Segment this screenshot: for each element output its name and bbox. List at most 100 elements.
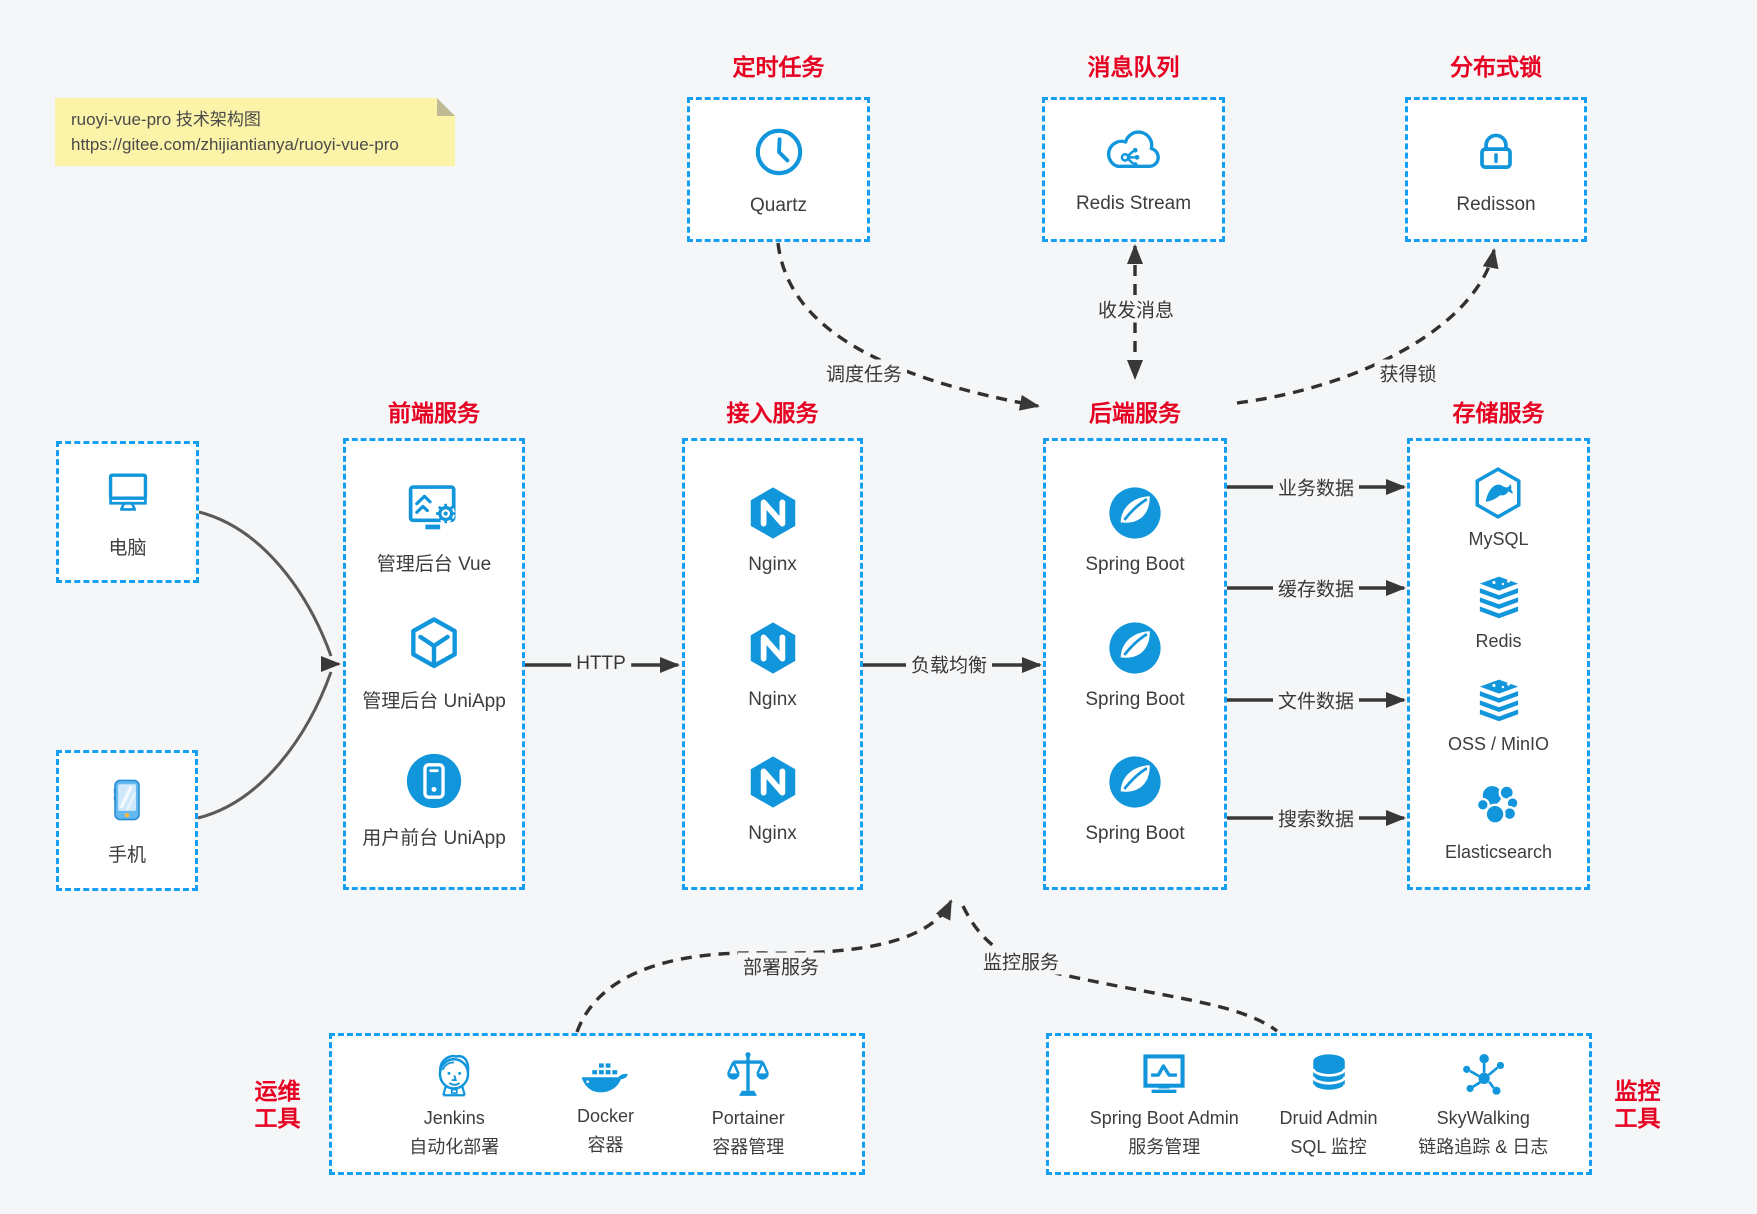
- box-monitor-tools: Spring Boot Admin 服务管理 Druid Admin SQL 监…: [1046, 1033, 1592, 1175]
- monitor-item-sublabel: 链路追踪 & 日志: [1418, 1137, 1549, 1157]
- group-title-distributed-lock: 分布式锁: [1450, 54, 1542, 80]
- box-ops-tools: Jenkins 自动化部署 Docker 容器: [329, 1033, 865, 1175]
- ops-item-sublabel: 自动化部署: [409, 1137, 500, 1157]
- nginx-label: Nginx: [748, 823, 797, 845]
- group-title-scheduled-task: 定时任务: [732, 54, 825, 80]
- label-cache-data: 缓存数据: [1272, 574, 1360, 602]
- ops-tools-title-line2: 工具: [254, 1105, 301, 1131]
- database-icon: [1311, 1054, 1346, 1093]
- mysql-icon: [1475, 466, 1522, 519]
- skywalking-icon: [1463, 1053, 1505, 1095]
- ops-item-label: Docker: [576, 1106, 634, 1126]
- nginx-icon: [750, 621, 795, 674]
- label-biz-data: 业务数据: [1272, 473, 1360, 501]
- storage-item-redis: Redis: [1472, 573, 1526, 652]
- clock-icon: [755, 128, 802, 175]
- label-load-balance: 负载均衡: [905, 650, 993, 678]
- arrow-schedule-task: [776, 242, 1040, 411]
- monitor-item-skywalking: SkyWalking 链路追踪 & 日志: [1418, 1048, 1548, 1160]
- frontend-item-label: 管理后台 UniApp: [362, 691, 506, 712]
- box-gateway-services: Nginx Nginx Nginx: [682, 438, 863, 890]
- storage-item-label: OSS / MinIO: [1447, 733, 1550, 754]
- gateway-item-nginx-3: Nginx: [743, 752, 803, 845]
- box-redis-stream: Redis Stream: [1042, 97, 1225, 242]
- box-quartz: Quartz: [687, 97, 870, 242]
- backend-item-spring-3: Spring Boot: [1085, 752, 1185, 845]
- spring-boot-label: Spring Boot: [1085, 823, 1185, 845]
- admin-monitor-icon: [1143, 1054, 1185, 1093]
- group-title-message-queue: 消息队列: [1087, 54, 1180, 80]
- monitor-tools-title: 监控 工具: [1600, 1078, 1675, 1132]
- storage-item-elasticsearch: Elasticsearch: [1445, 778, 1552, 863]
- box-mobile-client: 手机: [56, 750, 198, 891]
- monitor-tools-title-line1: 监控: [1614, 1078, 1661, 1104]
- group-title-gateway: 接入服务: [726, 400, 819, 426]
- portainer-icon: [727, 1052, 770, 1096]
- monitor-item-label: Spring Boot Admin: [1089, 1108, 1239, 1128]
- ops-item-jenkins: Jenkins 自动化部署: [409, 1048, 499, 1160]
- monitor-item-label: Druid Admin: [1279, 1108, 1378, 1128]
- spring-icon: [1109, 621, 1161, 674]
- label-monitor-service: 监控服务: [977, 947, 1065, 975]
- spring-icon: [1109, 756, 1161, 808]
- storage-item-oss-minio: OSS / MinIO: [1448, 676, 1549, 755]
- smartphone-icon: [113, 779, 140, 821]
- label-search-data: 搜索数据: [1272, 804, 1360, 832]
- sticky-note: ruoyi-vue-pro 技术架构图 https://gitee.com/zh…: [55, 98, 455, 166]
- ops-tools-title: 运维 工具: [240, 1078, 315, 1132]
- gateway-item-nginx-2: Nginx: [743, 618, 803, 711]
- group-title-storage: 存储服务: [1452, 400, 1545, 426]
- nginx-label: Nginx: [748, 553, 797, 575]
- redis-stack-icon: [1479, 679, 1518, 722]
- ops-tools-title-line1: 运维: [254, 1078, 301, 1104]
- monitor-tools-title-line2: 工具: [1614, 1105, 1661, 1131]
- label-file-data: 文件数据: [1272, 686, 1360, 714]
- ops-item-sublabel: 容器管理: [712, 1137, 785, 1157]
- edge-phone-to-frontend: [197, 671, 333, 820]
- admin-screen-icon: [408, 485, 456, 530]
- monitor-item-sublabel: 服务管理: [1128, 1137, 1201, 1157]
- monitor-item-druid-admin: Druid Admin SQL 监控: [1280, 1048, 1378, 1160]
- ops-item-portainer: Portainer 容器管理: [712, 1048, 785, 1160]
- frontend-item-user-uniapp: 用户前台 UniApp: [362, 750, 506, 850]
- storage-item-label: Elasticsearch: [1444, 842, 1553, 863]
- backend-item-spring-2: Spring Boot: [1085, 618, 1185, 711]
- label-http: HTTP: [571, 653, 631, 675]
- box-backend-services: Spring Boot Spring Boot Spring Boot: [1043, 438, 1227, 890]
- nginx-icon: [750, 756, 795, 808]
- storage-item-mysql: MySQL: [1468, 465, 1529, 550]
- label-deploy-service: 部署服务: [737, 952, 825, 980]
- arrow-monitor-service: [961, 905, 1279, 1033]
- label-schedule-task: 调度任务: [820, 359, 908, 387]
- note-url: https://gitee.com/zhijiantianya/ruoyi-vu…: [71, 135, 399, 154]
- monitor-item-spring-boot-admin: Spring Boot Admin 服务管理: [1090, 1048, 1239, 1160]
- ops-item-docker: Docker 容器: [576, 1050, 634, 1158]
- box-storage-services: MySQL Redis: [1407, 438, 1590, 890]
- ops-item-label: Portainer: [711, 1108, 785, 1128]
- lock-icon: [1480, 133, 1512, 169]
- ops-item-label: Jenkins: [423, 1108, 485, 1128]
- docker-icon: [582, 1062, 629, 1093]
- jenkins-icon: [438, 1054, 470, 1097]
- phone-circle-icon: [406, 753, 462, 809]
- box-redisson: Redisson: [1405, 97, 1587, 242]
- redis-stream-label: Redis Stream: [1075, 192, 1192, 214]
- backend-item-spring-1: Spring Boot: [1085, 483, 1185, 576]
- cloud-share-icon: [1106, 129, 1160, 168]
- monitor-item-sublabel: SQL 监控: [1290, 1137, 1367, 1157]
- pc-label: 电脑: [108, 537, 147, 559]
- cube-icon: [411, 617, 457, 669]
- label-message: 收发消息: [1092, 295, 1180, 323]
- storage-item-label: MySQL: [1468, 528, 1529, 549]
- storage-item-label: Redis: [1475, 631, 1522, 652]
- redis-stack-icon: [1479, 576, 1518, 619]
- elasticsearch-icon: [1476, 784, 1521, 826]
- spring-boot-label: Spring Boot: [1085, 688, 1185, 710]
- spring-icon: [1109, 487, 1161, 539]
- arrow-get-lock: [1236, 248, 1499, 405]
- nginx-label: Nginx: [748, 688, 797, 710]
- box-pc-client: 电脑: [56, 441, 199, 583]
- redisson-label: Redisson: [1456, 193, 1536, 215]
- mobile-label: 手机: [107, 845, 146, 866]
- frontend-item-admin-vue: 管理后台 Vue: [377, 478, 491, 576]
